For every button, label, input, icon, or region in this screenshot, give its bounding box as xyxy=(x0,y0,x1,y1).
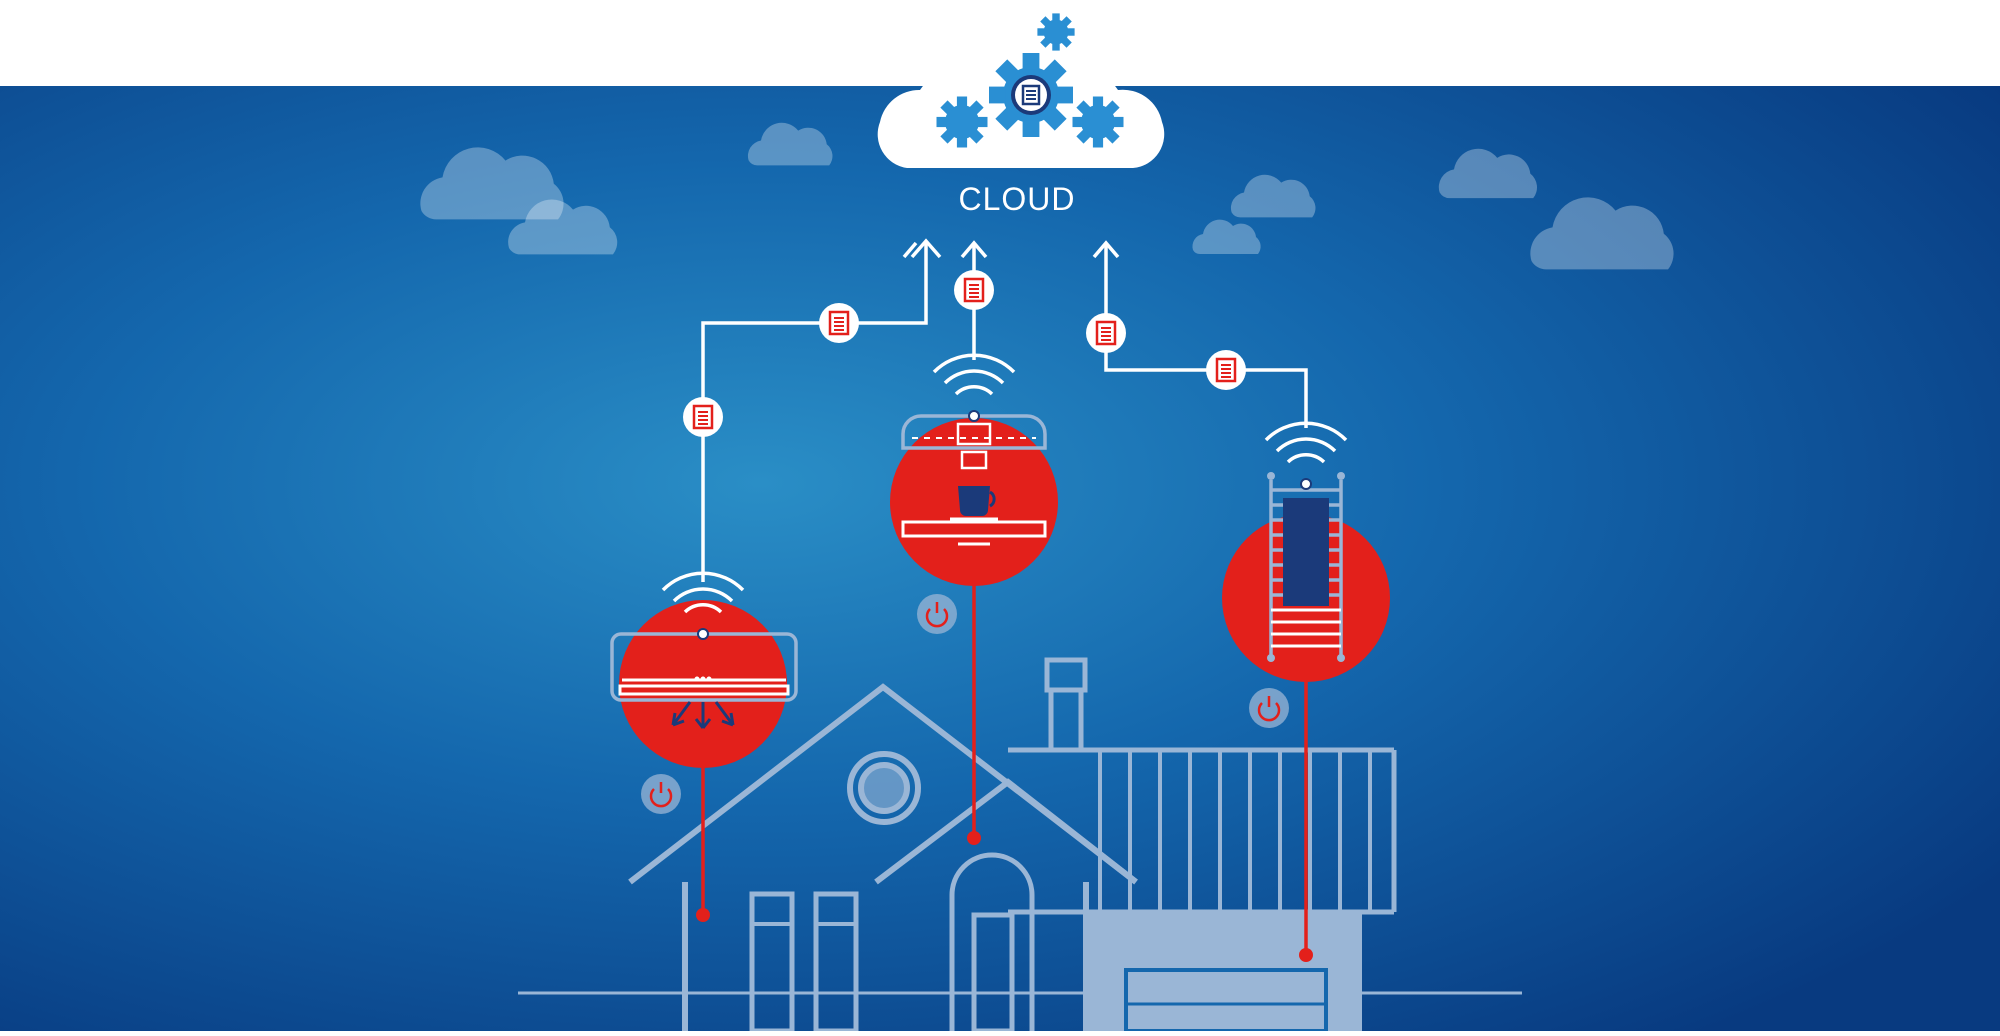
coffee-machine-icon xyxy=(890,414,1058,845)
house-icon xyxy=(518,657,1522,1034)
power-icon[interactable] xyxy=(915,592,959,636)
power-icon[interactable] xyxy=(639,772,683,816)
radiator-icon xyxy=(1222,472,1390,962)
gear-icon xyxy=(936,13,1124,148)
cloud-label: CLOUD xyxy=(958,181,1076,217)
air-conditioner-icon xyxy=(610,600,798,922)
power-icon[interactable] xyxy=(1247,686,1291,730)
arrow-up-icon xyxy=(910,238,942,259)
